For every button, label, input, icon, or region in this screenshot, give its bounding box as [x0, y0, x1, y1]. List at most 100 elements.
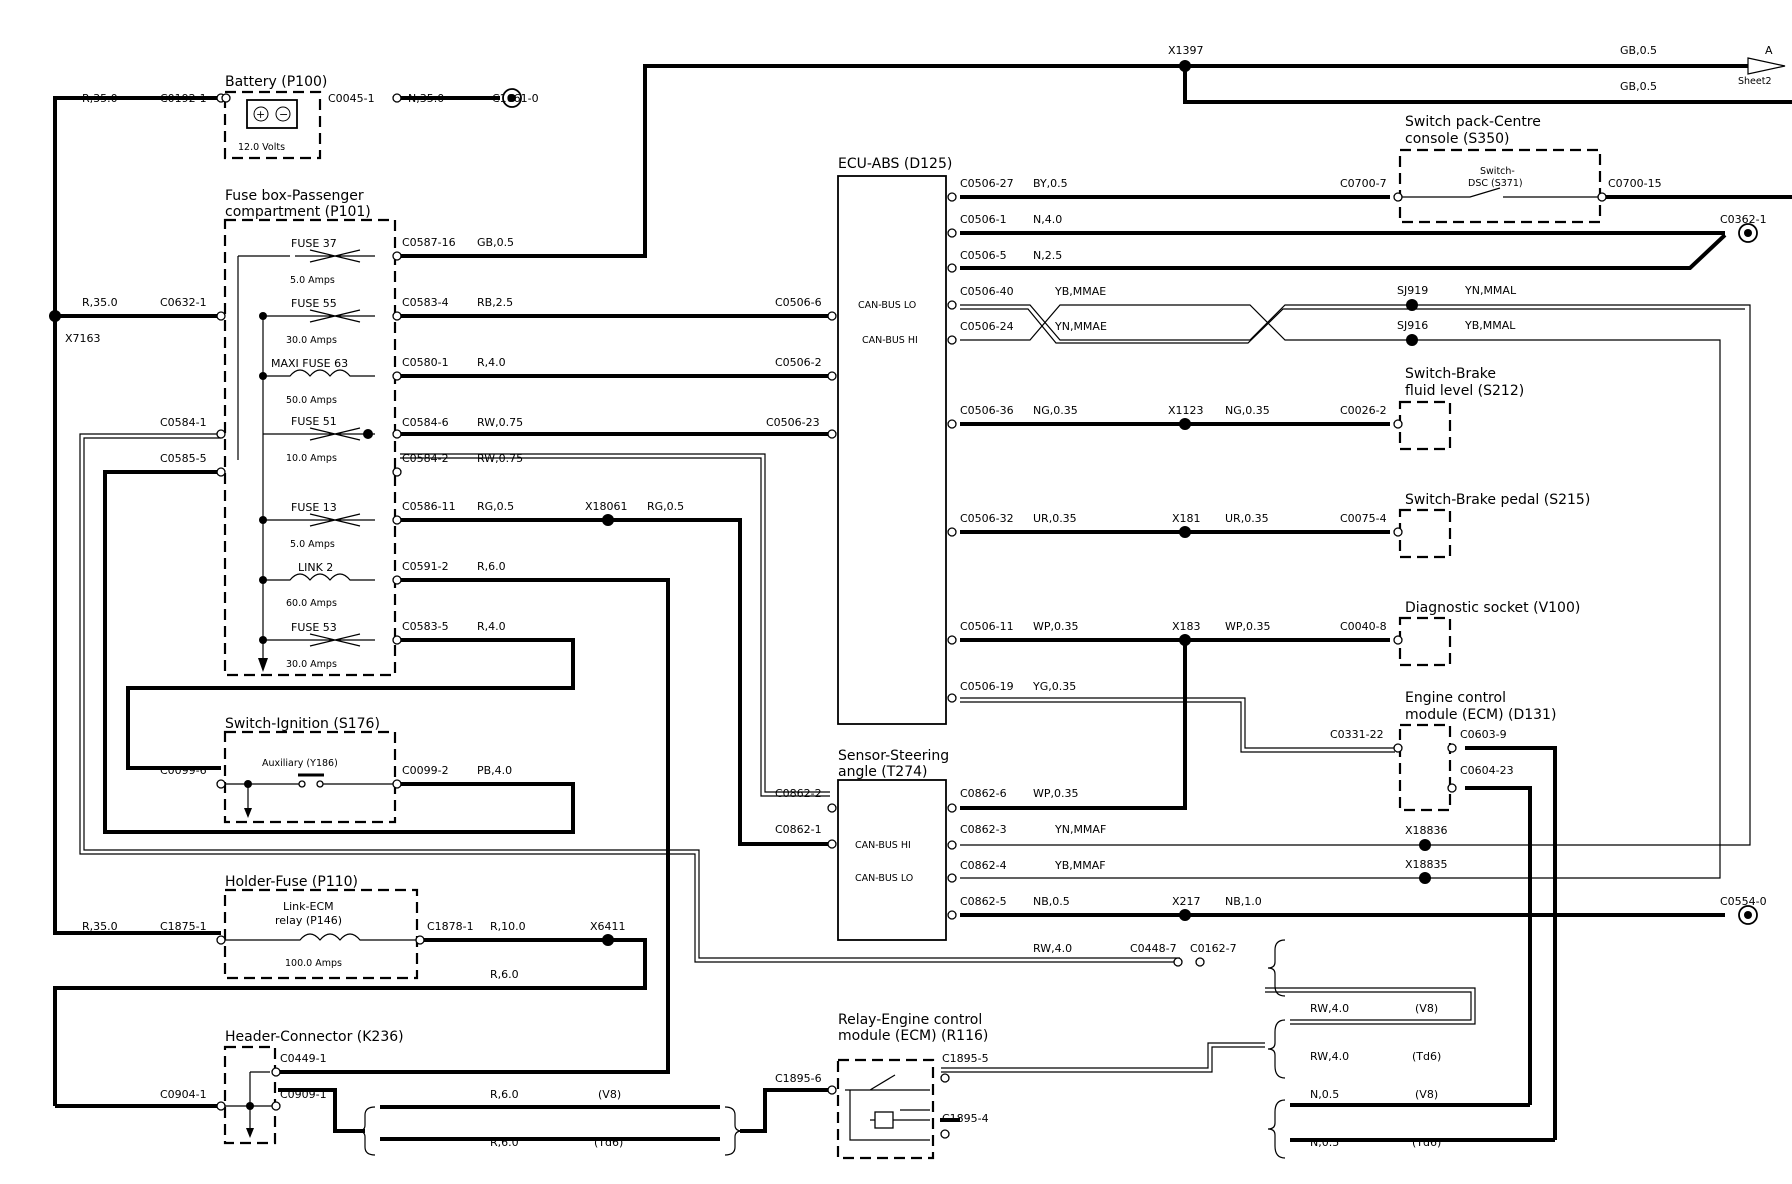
splice-dots [49, 60, 1431, 1110]
ecu-can-lo: CAN-BUS LO [858, 300, 916, 311]
connector-pin [392, 93, 402, 103]
connector-label: C0506-19 [960, 680, 1014, 693]
sheet-name: Sheet2 [1738, 76, 1772, 87]
connector-label: C0506-24 [960, 320, 1014, 333]
switch-pack-line1: Switch pack-Centre [1405, 114, 1541, 130]
connector-label: C0331-22 [1330, 728, 1384, 741]
wire-label: N,0.5 [1310, 1088, 1339, 1101]
connector-label: C0506-36 [960, 404, 1014, 417]
fuse-rating: 10.0 Amps [286, 453, 337, 464]
connector-label: C0700-15 [1608, 177, 1662, 190]
fuse-rating: 5.0 Amps [290, 539, 335, 550]
wire-label: RW,4.0 [1310, 1002, 1349, 1015]
wire-label: GB,0.5 [477, 236, 514, 249]
ecu-can-hi: CAN-BUS HI [862, 335, 918, 346]
ignition-contact-label: Auxiliary (Y186) [262, 758, 338, 769]
wire-label: R,6.0 [490, 1088, 519, 1101]
connector-label: C0862-2 [775, 787, 822, 800]
switch-pack-line2: console (S350) [1405, 131, 1509, 147]
connector-label: C0909-1 [280, 1088, 327, 1101]
wire-label: N,0.5 [1310, 1136, 1339, 1149]
link-ecm-line2: relay (P146) [275, 914, 342, 927]
ecm-outline [1398, 723, 1452, 812]
connector-label: C0162-7 [1190, 942, 1237, 955]
connector-pin [827, 371, 837, 381]
splice-label: X181 [1172, 512, 1201, 525]
battery-minus-icon: − [279, 108, 288, 121]
fuse-name: FUSE 37 [291, 237, 337, 250]
splice-label: SJ919 [1397, 284, 1428, 297]
connector-label: C0506-40 [960, 285, 1014, 298]
wire-label: R,6.0 [490, 968, 519, 981]
switch-dsc-line1: Switch- [1480, 166, 1515, 177]
wire-label: N,2.5 [1033, 249, 1062, 262]
wire-label: WP,0.35 [1033, 787, 1079, 800]
connector-pin [1393, 419, 1403, 429]
connector-label: C0700-7 [1340, 177, 1387, 190]
battery-title: Battery (P100) [225, 74, 327, 90]
ignition-switch-outline [223, 730, 397, 824]
wire-label: GB,0.5 [1620, 44, 1657, 57]
wire-label: N,35.0 [408, 92, 444, 105]
relay-title-line2: module (ECM) (R116) [838, 1028, 988, 1044]
connector-pin [1393, 635, 1403, 645]
connector-label: C0554-0 [1720, 895, 1767, 908]
connector-pin [947, 527, 957, 537]
wire-label: PB,4.0 [477, 764, 512, 777]
splice-label: X7163 [65, 332, 101, 345]
splice-label: X18836 [1405, 824, 1448, 837]
connector-label: C0580-1 [402, 356, 449, 369]
wire-label: RW,4.0 [1033, 942, 1072, 955]
connector-label: C0362-1 [1720, 213, 1767, 226]
wire-label: UR,0.35 [1033, 512, 1077, 525]
wire-label: YB,MMAL [1464, 319, 1516, 332]
connector-pin [392, 467, 402, 477]
wire-label: N,4.0 [1033, 213, 1062, 226]
connector-pin [392, 371, 402, 381]
sheet-letter: A [1765, 44, 1773, 57]
connector-pin [947, 693, 957, 703]
header-connector-title: Header-Connector (K236) [225, 1029, 404, 1045]
wire-label: UR,0.35 [1225, 512, 1269, 525]
connector-pin [827, 1085, 837, 1095]
connector-label: C0506-32 [960, 512, 1014, 525]
connector-label: C0862-4 [960, 859, 1007, 872]
connector-pin [221, 93, 231, 103]
wire-label: YB,MMAF [1054, 859, 1106, 872]
fuse-symbols [225, 249, 417, 941]
wire-label: YN,MMAE [1054, 320, 1107, 333]
connector-label: C0506-2 [775, 356, 822, 369]
fuse-rating: 5.0 Amps [290, 275, 335, 286]
connector-pin [940, 1129, 950, 1139]
connector-pin [1393, 527, 1403, 537]
connector-label: C0449-1 [280, 1052, 327, 1065]
fuse-name: LINK 2 [298, 561, 333, 574]
fuse-name: FUSE 53 [291, 621, 337, 634]
connector-label: C1895-5 [942, 1052, 989, 1065]
connector-label: C0591-2 [402, 560, 449, 573]
wire-label: YG,0.35 [1032, 680, 1076, 693]
splice-label: X183 [1172, 620, 1201, 633]
connector-label: C0584-2 [402, 452, 449, 465]
connector-label: C0862-3 [960, 823, 1007, 836]
connector-label: C0026-2 [1340, 404, 1387, 417]
brake-fluid-outline [1398, 400, 1452, 451]
fuse-name: FUSE 55 [291, 297, 337, 310]
fuse-name: FUSE 51 [291, 415, 337, 428]
relay-internals [845, 1074, 930, 1141]
holder-fuse-title: Holder-Fuse (P110) [225, 874, 358, 890]
wire-label: RW,4.0 [1310, 1050, 1349, 1063]
wire-label: R,4.0 [477, 620, 506, 633]
connector-pin [947, 635, 957, 645]
connector-label: C0506-1 [960, 213, 1007, 226]
wire-label: WP,0.35 [1033, 620, 1079, 633]
wire-label: RG,0.5 [647, 500, 684, 513]
signal-wires [79, 304, 1751, 1073]
wire-label: RG,0.5 [477, 500, 514, 513]
relay-outline [836, 1058, 935, 1160]
connector-pin [216, 779, 226, 789]
connector-label: C1875-1 [160, 920, 207, 933]
variant-label: (V8) [1415, 1002, 1438, 1015]
fuse-box-arrow-icon [258, 658, 268, 672]
connector-pin [1195, 957, 1205, 967]
